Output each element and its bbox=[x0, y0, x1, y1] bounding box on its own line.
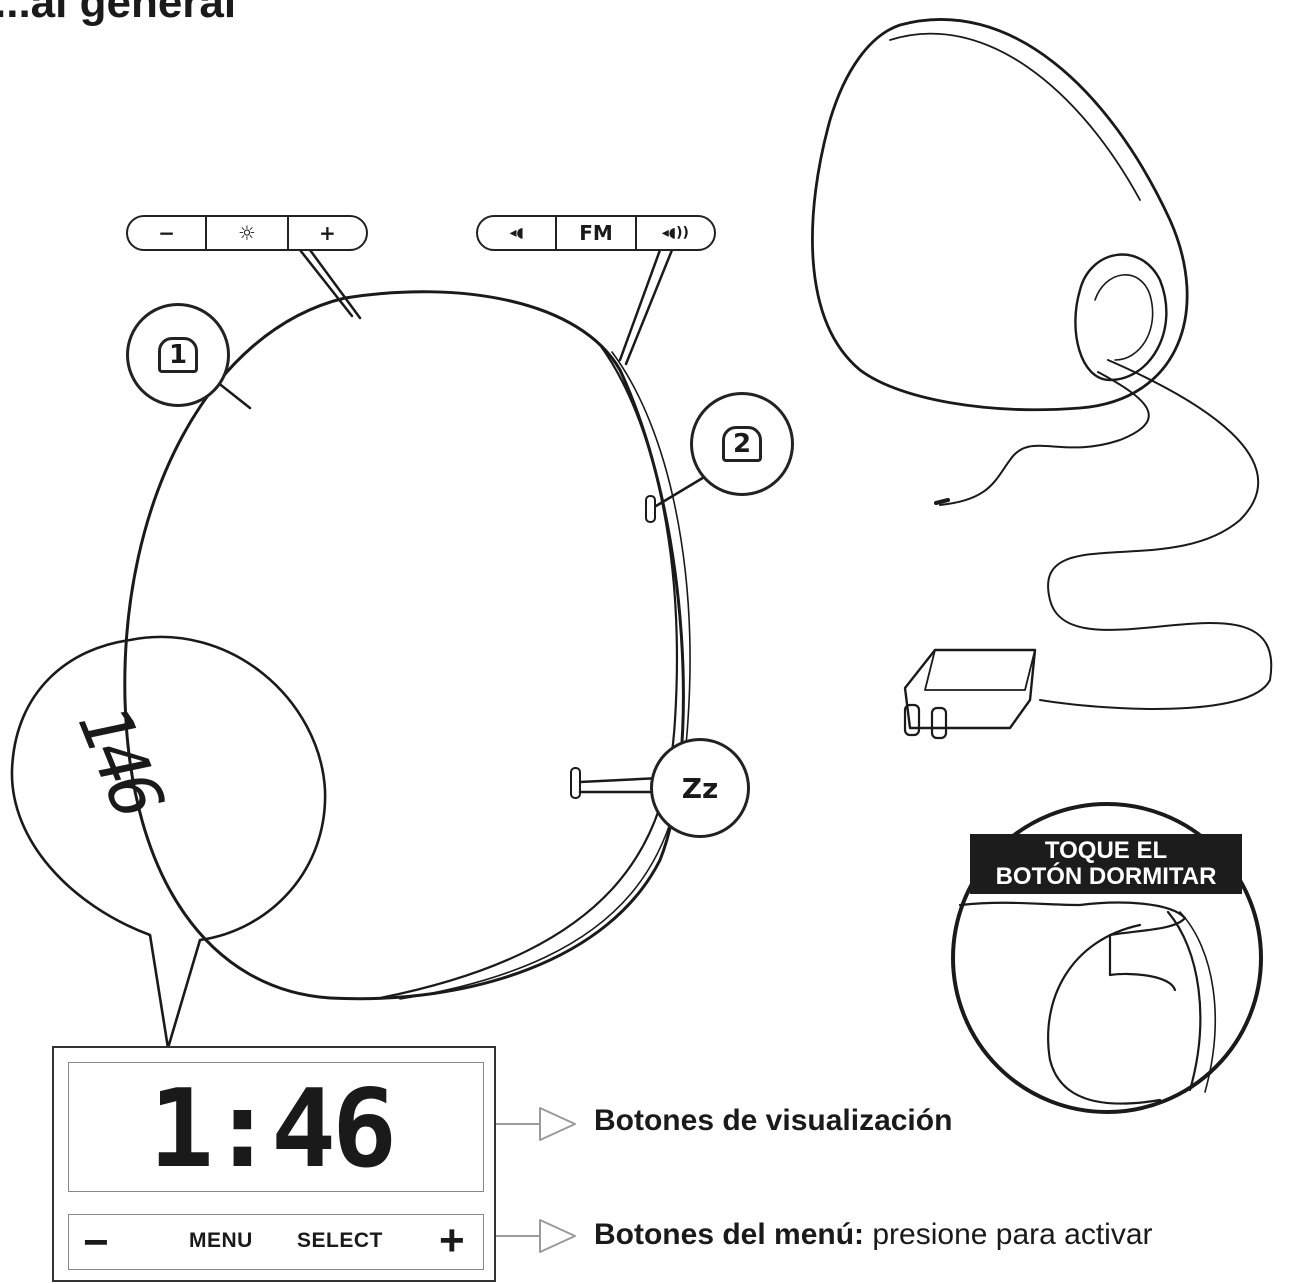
device-rim bbox=[378, 343, 678, 1000]
menu-arrow bbox=[484, 1219, 576, 1253]
alarm-1-callout[interactable]: 1 bbox=[126, 303, 230, 407]
menu-strip: − MENU SELECT + bbox=[68, 1214, 484, 1270]
sun-icon: ☼ bbox=[238, 221, 256, 245]
display-caption-title: Botones de visualización bbox=[594, 1104, 953, 1137]
brightness-minus-button[interactable]: − bbox=[128, 217, 208, 249]
radio-buttons: ◂◖ FM ◂◖)) bbox=[476, 215, 716, 251]
select-button[interactable]: SELECT bbox=[297, 1229, 383, 1252]
alarm-2-callout[interactable]: 2 bbox=[690, 392, 794, 496]
volume-up-icon: ◂◖)) bbox=[661, 225, 689, 241]
brightness-button[interactable]: ☼ bbox=[207, 217, 289, 249]
menu-caption: Botones del menú: presione para activar bbox=[594, 1218, 1153, 1252]
minus-icon: − bbox=[158, 221, 176, 245]
menu-caption-desc: presione para activar bbox=[872, 1218, 1153, 1251]
snooze-icon: Zz bbox=[681, 771, 719, 805]
display-caption: Botones de visualización bbox=[594, 1104, 952, 1138]
display-digits: 1:46 bbox=[148, 1067, 397, 1192]
display-arrow bbox=[484, 1107, 576, 1141]
volume-up-button[interactable]: ◂◖)) bbox=[637, 217, 714, 249]
zoom-circle bbox=[10, 635, 327, 1050]
menu-plus-button[interactable]: + bbox=[439, 1216, 465, 1265]
brightness-plus-button[interactable]: + bbox=[289, 217, 366, 249]
fm-button-label: FM bbox=[579, 221, 613, 245]
volume-down-icon: ◂◖ bbox=[509, 225, 524, 241]
display-screen: 1:46 bbox=[68, 1062, 484, 1192]
snooze-callout[interactable]: Zz bbox=[650, 738, 750, 838]
display-panel: 1:46 − MENU SELECT + bbox=[52, 1046, 496, 1282]
snooze-banner-line1: TOQUE EL bbox=[1044, 837, 1168, 864]
rear-device bbox=[811, 18, 1189, 412]
alarm-1-icon: 1 bbox=[157, 337, 199, 373]
volume-down-button[interactable]: ◂◖ bbox=[478, 217, 558, 249]
snooze-demo-circle bbox=[951, 802, 1263, 1114]
brightness-buttons: − ☼ + bbox=[126, 215, 368, 251]
plus-icon: + bbox=[318, 221, 336, 245]
page-heading: ...al general bbox=[0, 0, 237, 27]
menu-minus-button[interactable]: − bbox=[83, 1218, 109, 1267]
menu-caption-title: Botones del menú: bbox=[594, 1218, 865, 1251]
device-body bbox=[123, 290, 685, 1001]
snooze-banner-line2: BOTÓN DORMITAR bbox=[995, 863, 1217, 890]
fm-button[interactable]: FM bbox=[557, 217, 637, 249]
alarm-2-icon: 2 bbox=[721, 426, 763, 462]
snooze-banner: TOQUE EL BOTÓN DORMITAR bbox=[970, 834, 1242, 894]
menu-button[interactable]: MENU bbox=[189, 1229, 253, 1252]
